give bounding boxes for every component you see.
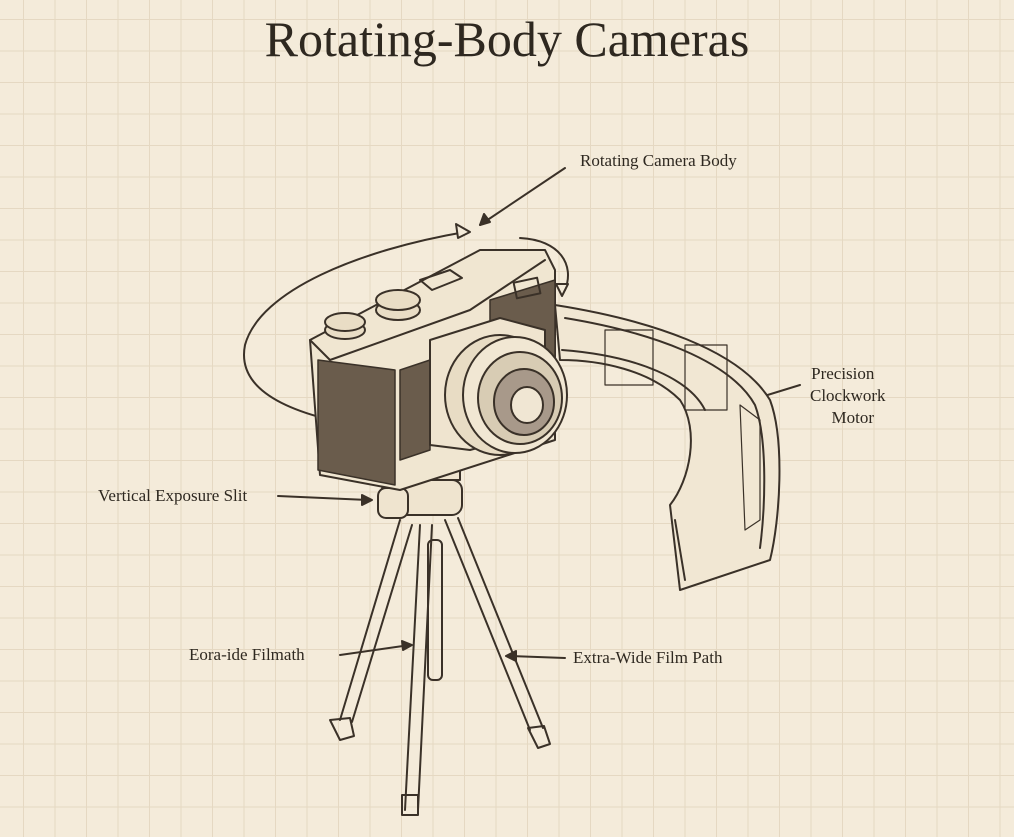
label-clockwork-motor: Precision Clockwork Motor [800,363,886,429]
label-line: Clockwork [810,386,886,405]
label-garbled-film-path: Eora-ide Filmath [189,645,305,664]
label-line: Precision [811,364,875,383]
label-vertical-exposure-slit: Vertical Exposure Slit [98,486,248,505]
label-line: Motor [831,408,875,427]
leader-lines [277,167,801,662]
diagram-title: Rotating-Body Cameras [264,11,750,67]
camera-lens [444,334,568,456]
label-rotating-camera-body: Rotating Camera Body [580,151,737,170]
film-strip [554,304,781,591]
label-extra-wide-film-path: Extra-Wide Film Path [573,648,723,667]
